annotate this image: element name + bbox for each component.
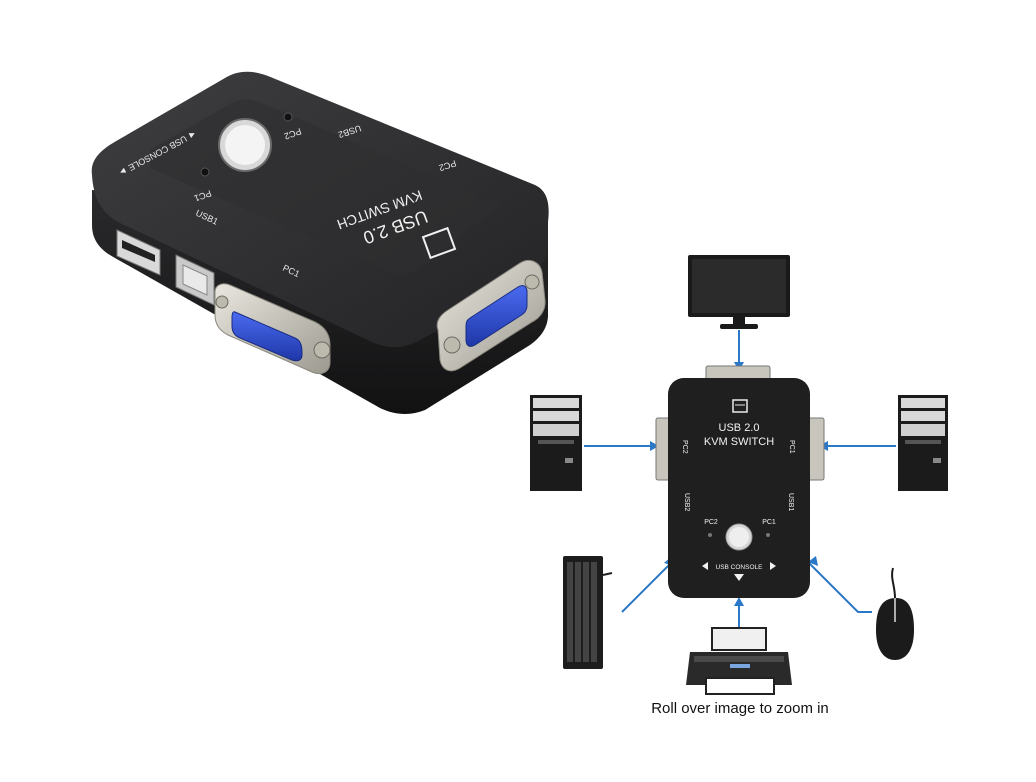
diagram-pc1-port-label: PC1 — [788, 440, 795, 454]
diagram-usb2-label: USB2 — [683, 493, 690, 511]
connection-diagram: USB 2.0 KVM SWITCH PC2 PC1 USB2 USB1 PC2… — [530, 255, 948, 695]
kvm-switch-photo: ◄ USB CONSOLE ► PC1 PC2 USB2 PC2 USB 2.0… — [91, 71, 549, 414]
usb-b-port — [175, 254, 215, 306]
monitor-logo-icon — [732, 399, 748, 413]
pc-tower-icon — [530, 395, 582, 491]
keyboard-icon — [563, 556, 613, 669]
diagram-usb1-label: USB1 — [787, 493, 794, 511]
monitor-logo-icon — [421, 226, 457, 260]
vga-port-1 — [214, 283, 331, 375]
connector-lines — [584, 330, 896, 628]
diagram-pc2-led-label: PC2 — [704, 519, 718, 526]
diagram-model-line2: KVM SWITCH — [704, 436, 774, 448]
diagram-pc1-led-label: PC1 — [762, 519, 776, 526]
pc-tower-icon — [898, 395, 948, 491]
printer-icon — [686, 627, 792, 695]
monitor-icon — [688, 255, 790, 329]
vga-port-2 — [436, 259, 546, 372]
diagram-model-line1: USB 2.0 — [719, 422, 760, 434]
usb-a-port — [116, 229, 161, 276]
diagram-kvm-switch: USB 2.0 KVM SWITCH PC2 PC1 USB2 USB1 PC2… — [655, 365, 825, 598]
zoom-caption: Roll over image to zoom in — [651, 700, 829, 717]
diagram-usb-console-label: USB CONSOLE — [716, 564, 764, 571]
mouse-icon — [876, 567, 914, 660]
diagram-pc2-port-label: PC2 — [681, 440, 688, 454]
